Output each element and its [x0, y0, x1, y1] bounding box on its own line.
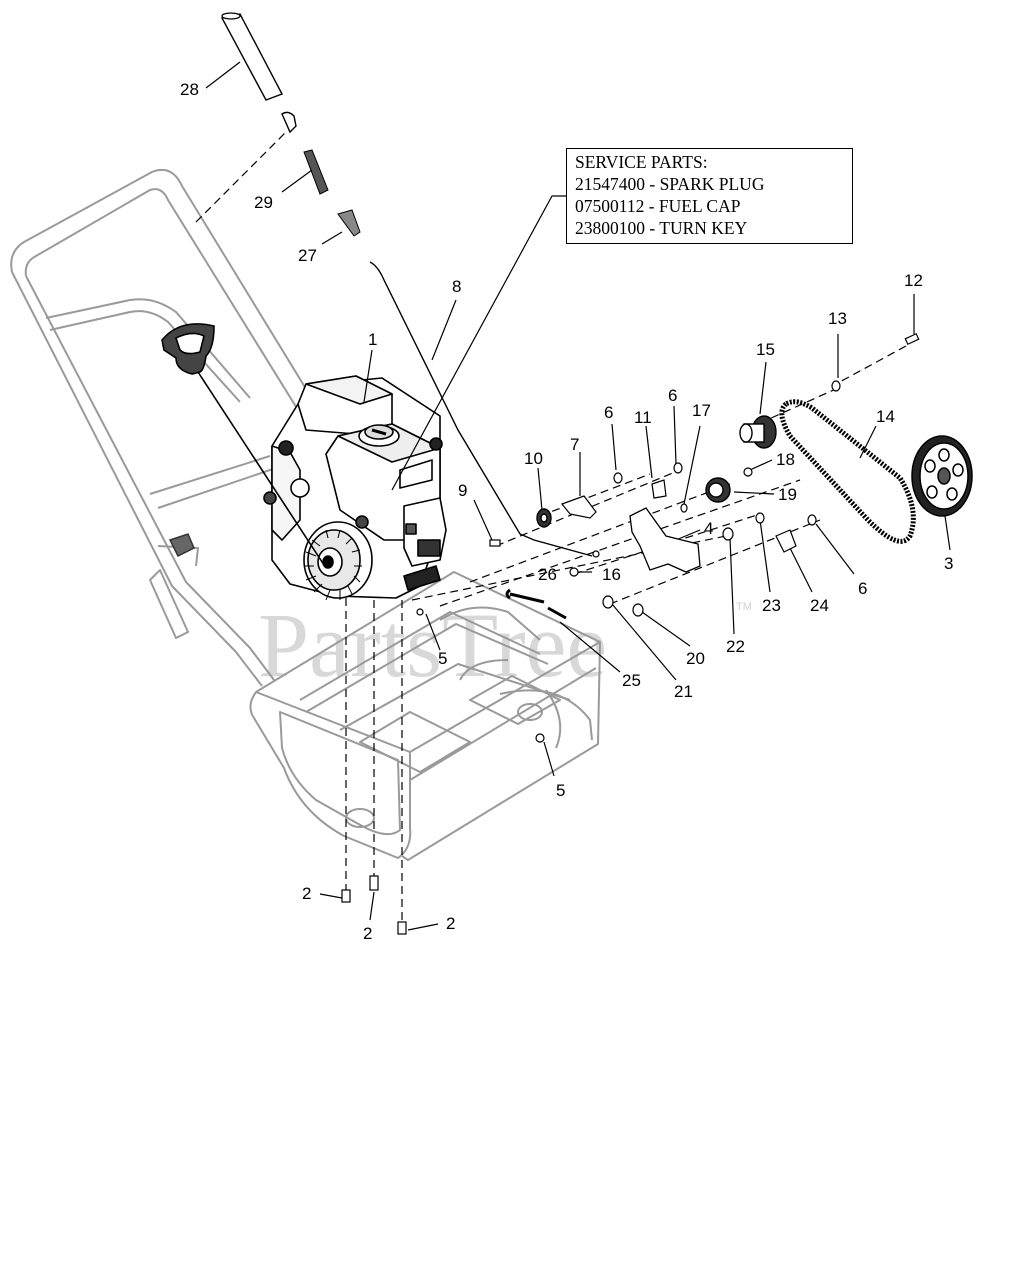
callout-6-a: 6: [604, 403, 613, 422]
part-10-bearing: [536, 508, 552, 528]
callout-18: 18: [776, 450, 795, 469]
part-15-pulley: [739, 415, 777, 449]
callout-27: 27: [298, 246, 317, 265]
callout-29: 29: [254, 193, 273, 212]
part-3-pulley: [911, 435, 973, 517]
callout-9: 9: [458, 481, 467, 500]
callout-4: 4: [704, 519, 713, 538]
control-cable: [281, 111, 593, 557]
service-part-spark-plug: 21547400 - SPARK PLUG: [575, 174, 765, 194]
callout-2-a: 2: [302, 884, 311, 903]
callout-11: 11: [634, 408, 652, 427]
callout-10: 10: [524, 449, 543, 468]
callout-20: 20: [686, 649, 705, 668]
callout-19: 19: [778, 485, 797, 504]
callout-25: 25: [622, 671, 641, 690]
callout-7: 7: [570, 435, 579, 454]
grip-handle: [161, 323, 327, 569]
callout-14: 14: [876, 407, 895, 426]
handle-frame: [10, 168, 315, 687]
part-7-bracket: [561, 495, 597, 519]
callout-26: 26: [538, 565, 557, 584]
callout-24: 24: [810, 596, 829, 615]
callout-17: 17: [692, 401, 711, 420]
part-24-bracket: [775, 529, 797, 553]
callout-1: 1: [368, 330, 377, 349]
callouts: 28 29 27 8 1 12 13 15 14 3 6 6 6 11 17 7…: [180, 80, 953, 943]
callout-23: 23: [762, 596, 781, 615]
callout-15: 15: [756, 340, 775, 359]
watermark-tm: TM: [736, 601, 752, 613]
callout-8: 8: [452, 277, 461, 296]
part-28-grip: [220, 12, 283, 101]
part-25-spring: [505, 588, 567, 620]
callout-13: 13: [828, 309, 847, 328]
service-part-turn-key: 23800100 - TURN KEY: [575, 218, 748, 238]
part-27-link: [337, 209, 361, 237]
part-14-belt: [779, 399, 916, 544]
callout-28: 28: [180, 80, 199, 99]
callout-5-b: 5: [556, 781, 565, 800]
callout-6-b: 6: [668, 386, 677, 405]
callout-16: 16: [602, 565, 621, 584]
part-4-bracket: [629, 507, 701, 573]
callout-22: 22: [726, 637, 745, 656]
hardware: [341, 332, 920, 935]
part-29-spring: [303, 149, 329, 195]
service-parts-box: SERVICE PARTS: 21547400 - SPARK PLUG 075…: [566, 148, 853, 244]
callout-2-b: 2: [363, 924, 372, 943]
callout-2-c: 2: [446, 914, 455, 933]
watermark-brand: PartsTree: [258, 594, 607, 696]
part-11-bracket: [651, 479, 667, 499]
callout-3: 3: [944, 554, 953, 573]
engine: [263, 375, 447, 599]
callout-12: 12: [904, 271, 923, 290]
callout-21: 21: [674, 682, 693, 701]
service-parts-heading: SERVICE PARTS:: [575, 152, 708, 172]
part-19-idler: [705, 477, 731, 503]
callout-6-c: 6: [858, 579, 867, 598]
callout-5-a: 5: [438, 649, 447, 668]
auger-housing: [249, 571, 601, 861]
handle-knob: [168, 533, 195, 558]
service-part-fuel-cap: 07500112 - FUEL CAP: [575, 196, 741, 216]
starter-fins: [304, 529, 362, 601]
